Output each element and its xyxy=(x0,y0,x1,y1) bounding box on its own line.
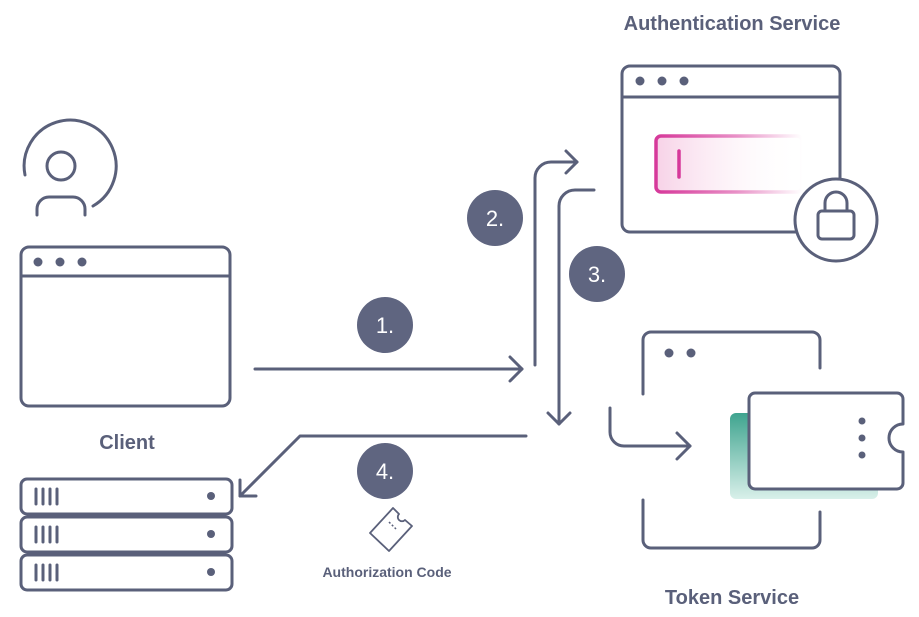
auth-service-label: Authentication Service xyxy=(624,13,841,35)
server-rack-icon xyxy=(19,477,234,592)
arrow-step-2 xyxy=(533,149,579,367)
step-2-text: 2. xyxy=(486,206,504,231)
step-1-text: 1. xyxy=(376,313,394,338)
arrow-step-1 xyxy=(253,355,524,383)
step-3-badge: 3. xyxy=(569,246,625,302)
token-input-arrow xyxy=(608,406,692,461)
password-field-icon xyxy=(654,134,804,194)
lock-icon xyxy=(793,177,879,263)
auth-browser-window-icon xyxy=(620,64,842,234)
authorization-code-label: Authorization Code xyxy=(322,564,451,580)
step-4-text: 4. xyxy=(376,459,394,484)
user-avatar-icon xyxy=(22,118,118,217)
step-3-text: 3. xyxy=(588,262,606,287)
step-1-badge: 1. xyxy=(357,297,413,353)
arrow-step-3 xyxy=(546,188,596,426)
token-service-label: Token Service xyxy=(665,587,799,609)
token-service-window-icon xyxy=(641,330,822,550)
client-label: Client xyxy=(99,432,155,454)
arrow-step-4 xyxy=(238,434,528,498)
step-4-badge: 4. xyxy=(357,443,413,499)
step-2-badge: 2. xyxy=(467,190,523,246)
client-browser-window-icon xyxy=(19,245,232,408)
ticket-icon xyxy=(369,507,413,552)
token-card-icon xyxy=(730,391,905,499)
